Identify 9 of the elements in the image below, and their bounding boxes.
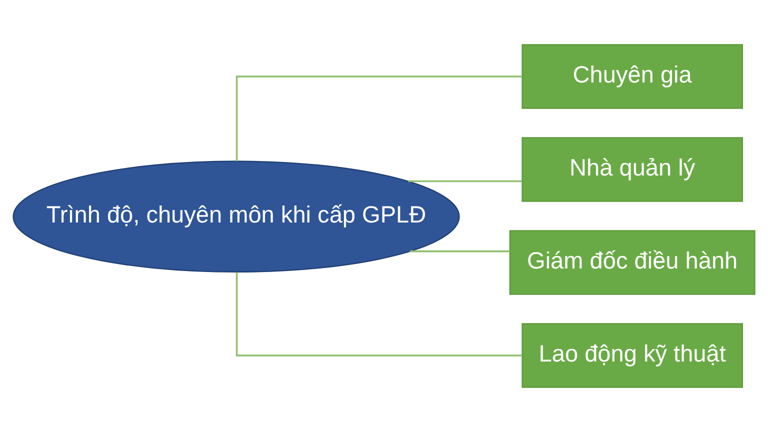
node-box: Lao động kỹ thuật (522, 323, 743, 388)
node-box: Giám đốc điều hành (509, 230, 756, 295)
connector (236, 76, 522, 162)
node-box: Chuyên gia (522, 44, 743, 109)
connector (410, 250, 510, 252)
connector (408, 180, 522, 182)
connector (236, 272, 522, 356)
node-box: Nhà quản lý (522, 137, 743, 202)
node-ellipse: Trình độ, chuyên môn khi cấp GPLĐ (12, 160, 460, 272)
